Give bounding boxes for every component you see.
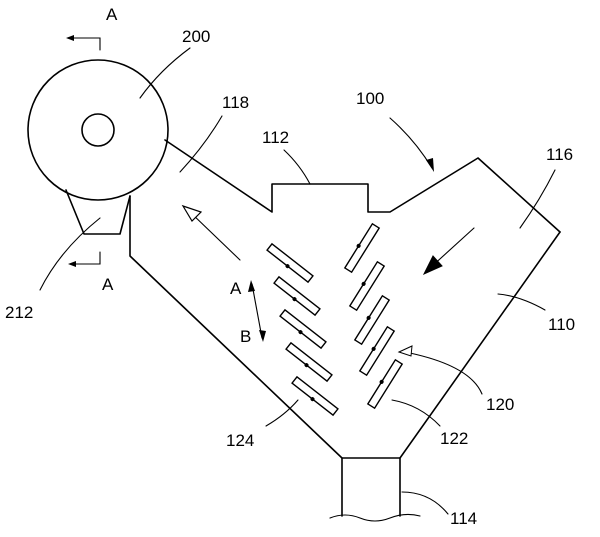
main-body — [129, 139, 561, 522]
section-top-arrow — [66, 35, 74, 41]
fan-housing — [27, 59, 169, 235]
plate-column-left — [266, 242, 339, 417]
leader-116 — [519, 169, 556, 229]
leader-120-arrow — [397, 345, 413, 357]
leader-120 — [404, 351, 483, 395]
flow-arrows — [181, 204, 475, 342]
label-212: 212 — [5, 303, 33, 322]
arrow-ab-shaft — [251, 283, 263, 339]
section-bottom-line — [69, 251, 101, 265]
leader-112 — [283, 149, 311, 185]
label-122: 122 — [440, 429, 468, 448]
leader-lines — [39, 47, 556, 515]
fan-outer-circle — [27, 59, 169, 201]
arrow-ab-head-down — [259, 330, 266, 342]
leader-114 — [401, 491, 449, 515]
leader-110 — [497, 293, 546, 311]
arrow-upleft-shaft — [189, 211, 241, 261]
leader-124 — [265, 399, 299, 427]
arrow-downleft-head — [422, 255, 443, 276]
arrow-ab-head-up — [248, 280, 255, 292]
leader-122 — [391, 399, 441, 427]
leader-212 — [39, 217, 101, 291]
leader-100-arrow — [426, 158, 434, 172]
plate-left-4 — [285, 341, 333, 383]
labels: A A 200 118 100 112 116 212 110 120 124 … — [5, 5, 575, 528]
arrow-upleft-head — [181, 204, 203, 222]
body-top-edge — [164, 139, 561, 233]
outlet-break-line — [329, 513, 421, 522]
label-100: 100 — [356, 89, 384, 108]
label-section-bottom: A — [102, 275, 114, 294]
outlet-funnel — [65, 189, 131, 235]
plate-left-1 — [266, 242, 314, 284]
label-110: 110 — [548, 315, 575, 334]
label-section-top: A — [106, 5, 118, 24]
leader-200 — [139, 47, 191, 99]
label-120: 120 — [486, 395, 514, 414]
plate-left-2 — [273, 275, 321, 317]
plate-column-right — [343, 222, 404, 410]
section-top-line — [67, 37, 101, 51]
bottom-outlet — [341, 457, 401, 517]
body-right-edge — [399, 231, 561, 459]
section-bottom-arrow — [68, 261, 76, 267]
label-dir-b: B — [240, 327, 251, 346]
plate-right-1 — [343, 222, 381, 274]
body-left-edge — [129, 195, 343, 459]
label-116: 116 — [546, 145, 573, 164]
plate-left-3 — [279, 308, 327, 350]
leader-118 — [179, 115, 223, 173]
label-118: 118 — [222, 93, 249, 112]
section-markers — [66, 35, 101, 267]
label-124: 124 — [226, 431, 254, 450]
label-dir-a: A — [230, 279, 242, 298]
fan-hub-circle — [81, 113, 115, 147]
label-112: 112 — [262, 128, 289, 147]
label-114: 114 — [450, 509, 477, 528]
label-200: 200 — [182, 27, 210, 46]
plate-left-5 — [291, 375, 339, 417]
leader-100 — [389, 117, 433, 169]
